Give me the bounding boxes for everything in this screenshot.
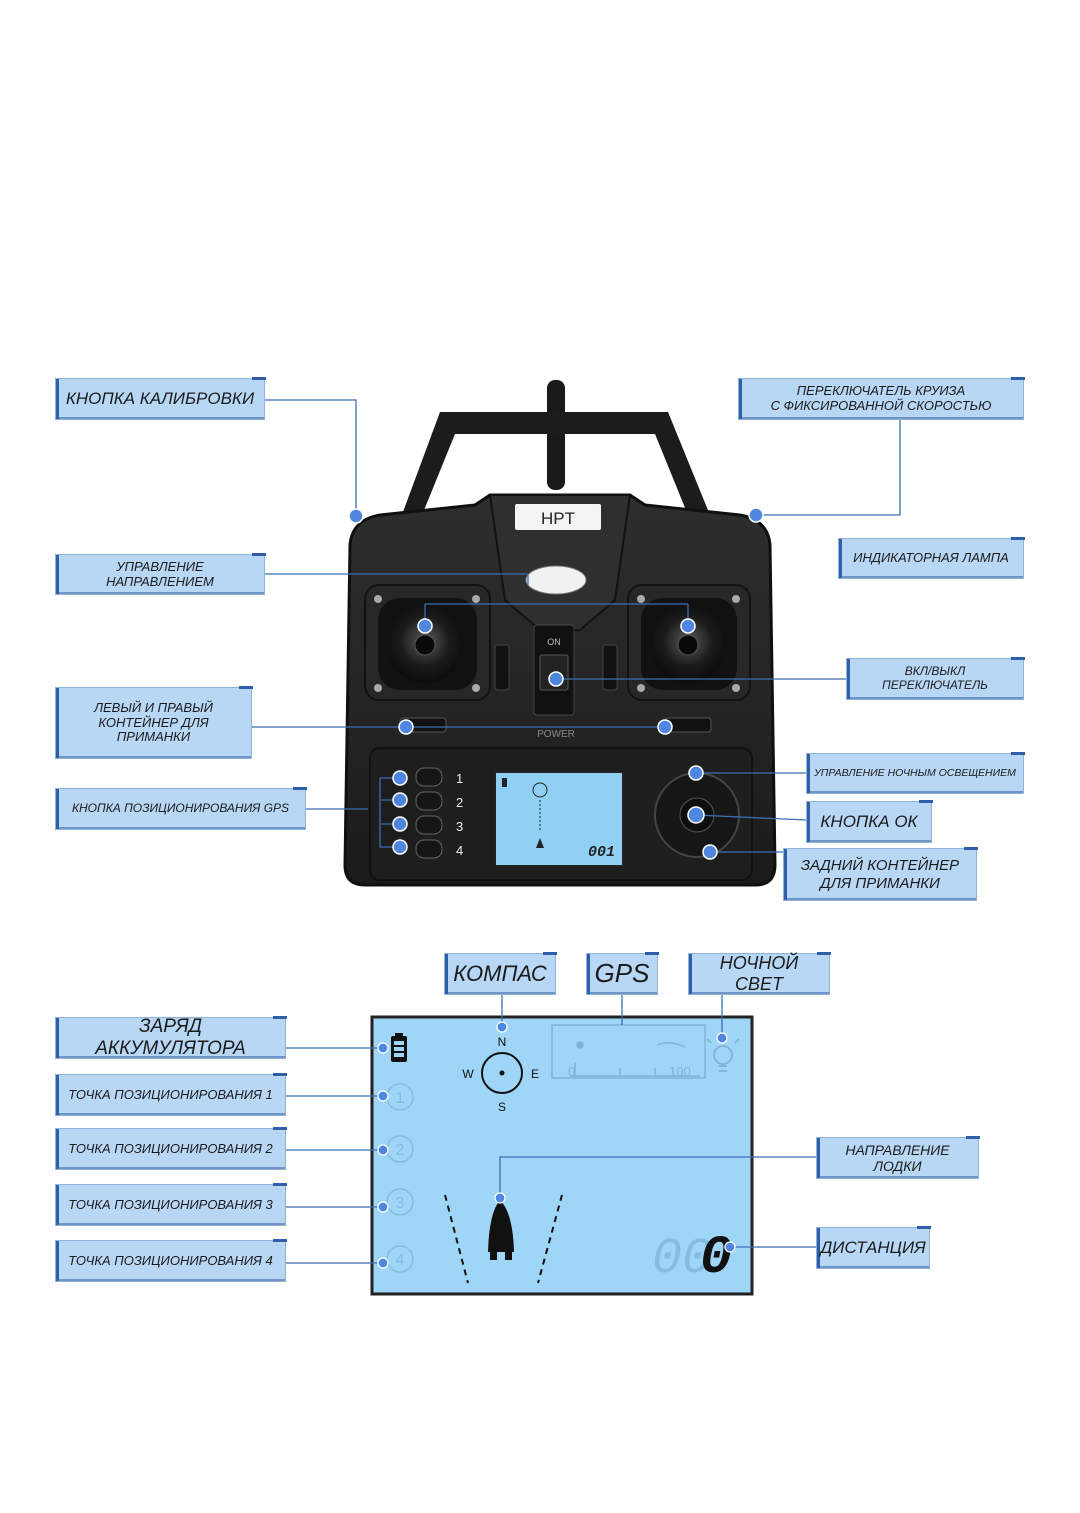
label-onoff-line2: ПЕРЕКЛЮЧАТЕЛЬ — [882, 678, 988, 692]
label-night-light: НОЧНОЙ СВЕТ — [688, 952, 831, 995]
carry-handle — [400, 412, 712, 520]
label-bait-containers: ЛЕВЫЙ И ПРАВЫЙ КОНТЕЙНЕР ДЛЯ ПРИМАНКИ — [55, 686, 253, 759]
label-point-2-text: ТОЧКА ПОЗИЦИОНИРОВАНИЯ 2 — [68, 1140, 273, 1156]
left-trim[interactable] — [494, 644, 510, 691]
brand-plate — [515, 504, 601, 530]
label-direction-control: УПРАВЛЕНИЕ НАПРАВЛЕНИЕМ — [55, 553, 266, 595]
label-cruise-switch: ПЕРЕКЛЮЧАТЕЛЬ КРУИЗА С ФИКСИРОВАННОЙ СКО… — [738, 377, 1025, 420]
battery-icon — [391, 1033, 407, 1062]
label-boat-direction-text: НАПРАВЛЕНИЕ ЛОДКИ — [845, 1141, 950, 1174]
compass-w: W — [462, 1067, 474, 1081]
position-point-3: 3 — [396, 1195, 405, 1212]
mini-lcd — [494, 771, 624, 867]
gps-button-2[interactable] — [415, 791, 443, 811]
label-direction-text: УПРАВЛЕНИЕ НАПРАВЛЕНИЕМ — [106, 558, 214, 589]
compass-n: N — [498, 1035, 507, 1049]
label-point-4-text: ТОЧКА ПОЗИЦИОНИРОВАНИЯ 4 — [68, 1252, 273, 1268]
boat-lane-lines — [444, 1194, 563, 1284]
position-point-1: 1 — [396, 1090, 405, 1107]
label-battery: ЗАРЯД АККУМУЛЯТОРА — [55, 1016, 287, 1059]
callout-dots-bottom — [377, 1021, 736, 1269]
channel-number-1: 1 — [456, 771, 463, 786]
position-point-2: 2 — [396, 1142, 405, 1159]
gps-button-1[interactable] — [415, 767, 443, 787]
label-point-2: ТОЧКА ПОЗИЦИОНИРОВАНИЯ 2 — [55, 1127, 287, 1170]
compass-s: S — [498, 1100, 506, 1114]
power-label: POWER — [537, 729, 575, 740]
distance-digit: 0 — [700, 1228, 732, 1289]
gps-button-4[interactable] — [415, 839, 443, 859]
label-point-1: ТОЧКА ПОЗИЦИОНИРОВАНИЯ 1 — [55, 1073, 287, 1116]
compass-icon — [481, 1052, 523, 1094]
position-point-4: 4 — [396, 1252, 405, 1269]
label-gps-button-text: КНОПКА ПОЗИЦИОНИРОВАНИЯ GPS — [71, 801, 290, 816]
label-point-4: ТОЧКА ПОЗИЦИОНИРОВАНИЯ 4 — [55, 1239, 287, 1282]
large-lcd — [370, 1015, 754, 1296]
label-gps: GPS — [586, 952, 659, 995]
leader-lines-bottom — [286, 995, 816, 1264]
label-night-light-control-text: УПРАВЛЕНИЕ НОЧНЫМ ОСВЕЩЕНИЕМ — [814, 767, 1016, 780]
gps-scale — [551, 1024, 706, 1079]
label-compass-text: КОМПАС — [453, 961, 547, 987]
label-onoff-line1: ВКЛ/ВЫКЛ — [904, 664, 966, 679]
mini-lcd-distance: 001 — [588, 844, 615, 861]
right-trim[interactable] — [602, 644, 618, 691]
label-gps-text: GPS — [594, 958, 650, 989]
label-cruise-line1: ПЕРЕКЛЮЧАТЕЛЬ КРУИЗА — [796, 383, 966, 399]
label-onoff-switch: ВКЛ/ВЫКЛ ПЕРЕКЛЮЧАТЕЛЬ — [846, 657, 1025, 700]
label-boat-direction: НАПРАВЛЕНИЕ ЛОДКИ — [816, 1136, 980, 1179]
label-ok-text: КНОПКА ОК — [820, 812, 918, 832]
label-night-light-control: УПРАВЛЕНИЕ НОЧНЫМ ОСВЕЩЕНИЕМ — [806, 752, 1025, 794]
power-on-label: ON — [547, 637, 561, 647]
label-indicator-text: ИНДИКАТОРНАЯ ЛАМПА — [853, 550, 1009, 566]
label-battery-text: ЗАРЯД АККУМУЛЯТОРА — [95, 1016, 246, 1059]
label-calibration-button: КНОПКА КАЛИБРОВКИ — [55, 377, 266, 420]
indicator-lamp — [525, 565, 587, 595]
gps-buttons: 1 2 3 4 — [415, 767, 463, 859]
label-distance-text: ДИСТАНЦИЯ — [820, 1238, 926, 1258]
label-bait-line2: КОНТЕЙНЕР ДЛЯ ПРИМАНКИ — [98, 714, 209, 745]
gps-scale-start: 0 — [568, 1064, 575, 1079]
label-compass: КОМПАС — [444, 952, 557, 995]
brand-text: HPT — [541, 509, 575, 528]
channel-number-3: 3 — [456, 819, 463, 834]
label-bait-line1: ЛЕВЫЙ И ПРАВЫЙ — [94, 699, 213, 715]
gps-button-3[interactable] — [415, 815, 443, 835]
label-point-3-text: ТОЧКА ПОЗИЦИОНИРОВАНИЯ 3 — [68, 1196, 273, 1212]
distance-dim-digits: 00 — [652, 1231, 712, 1288]
label-night-light-text: НОЧНОЙ СВЕТ — [719, 953, 799, 994]
channel-number-4: 4 — [456, 843, 463, 858]
label-ok-button: КНОПКА ОК — [806, 800, 933, 843]
gps-scale-end: 100 — [669, 1064, 691, 1079]
label-gps-button: КНОПКА ПОЗИЦИОНИРОВАНИЯ GPS — [55, 787, 307, 830]
label-rear-bait: ЗАДНИЙ КОНТЕЙНЕР ДЛЯ ПРИМАНКИ — [783, 847, 978, 901]
label-point-3: ТОЧКА ПОЗИЦИОНИРОВАНИЯ 3 — [55, 1183, 287, 1226]
label-point-1-text: ТОЧКА ПОЗИЦИОНИРОВАНИЯ 1 — [68, 1086, 273, 1102]
antenna — [547, 380, 565, 490]
channel-number-2: 2 — [456, 795, 463, 810]
callout-dots-top — [348, 507, 764, 860]
leader-lines-top — [252, 399, 901, 853]
label-indicator-lamp: ИНДИКАТОРНАЯ ЛАМПА — [838, 537, 1025, 579]
label-rear-line2: ДЛЯ ПРИМАНКИ — [820, 874, 940, 892]
label-cruise-line2: С ФИКСИРОВАННОЙ СКОРОСТЬЮ — [770, 398, 992, 413]
compass-e: E — [531, 1067, 539, 1081]
label-distance: ДИСТАНЦИЯ — [816, 1226, 931, 1269]
boat-icon — [488, 1200, 514, 1260]
label-calibration-text: КНОПКА КАЛИБРОВКИ — [65, 389, 255, 409]
night-light-icon — [706, 1038, 740, 1072]
label-rear-line1: ЗАДНИЙ КОНТЕЙНЕР — [800, 857, 960, 875]
